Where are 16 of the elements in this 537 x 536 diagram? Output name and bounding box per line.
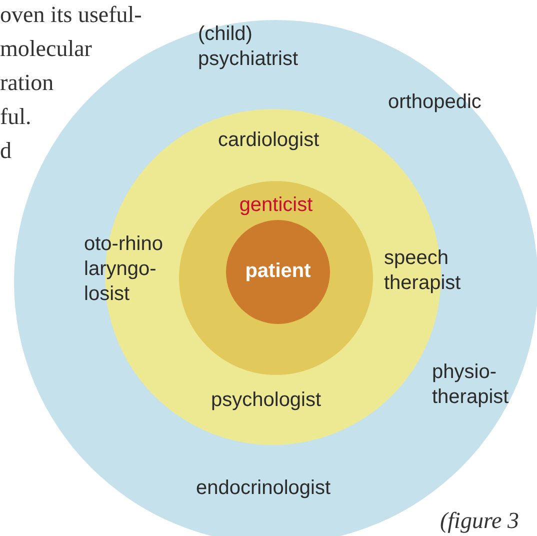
specialist-label: oto-rhino laryngo- losist [84,232,164,307]
specialist-label: (child) psychiatrist [198,22,300,72]
specialist-label: speech therapist [384,246,462,296]
specialist-label: cardiologist [218,128,320,153]
body-text-fragment: ful. [0,104,32,129]
specialist-label: physio- therapist [432,360,510,410]
body-text-fragment: d [0,138,12,163]
specialist-label: endocrinologist [196,476,332,501]
specialist-label: genticist [238,193,314,218]
center-label: patient [244,259,312,284]
specialist-label: orthopedic [388,90,482,115]
body-text-fragment: molecular [0,36,92,61]
body-text-fragment: ration [0,70,54,95]
specialist-label: psychologist [211,388,322,413]
body-text-fragment: oven its useful- [0,2,142,27]
figure-reference: (figure 3 [440,508,519,533]
